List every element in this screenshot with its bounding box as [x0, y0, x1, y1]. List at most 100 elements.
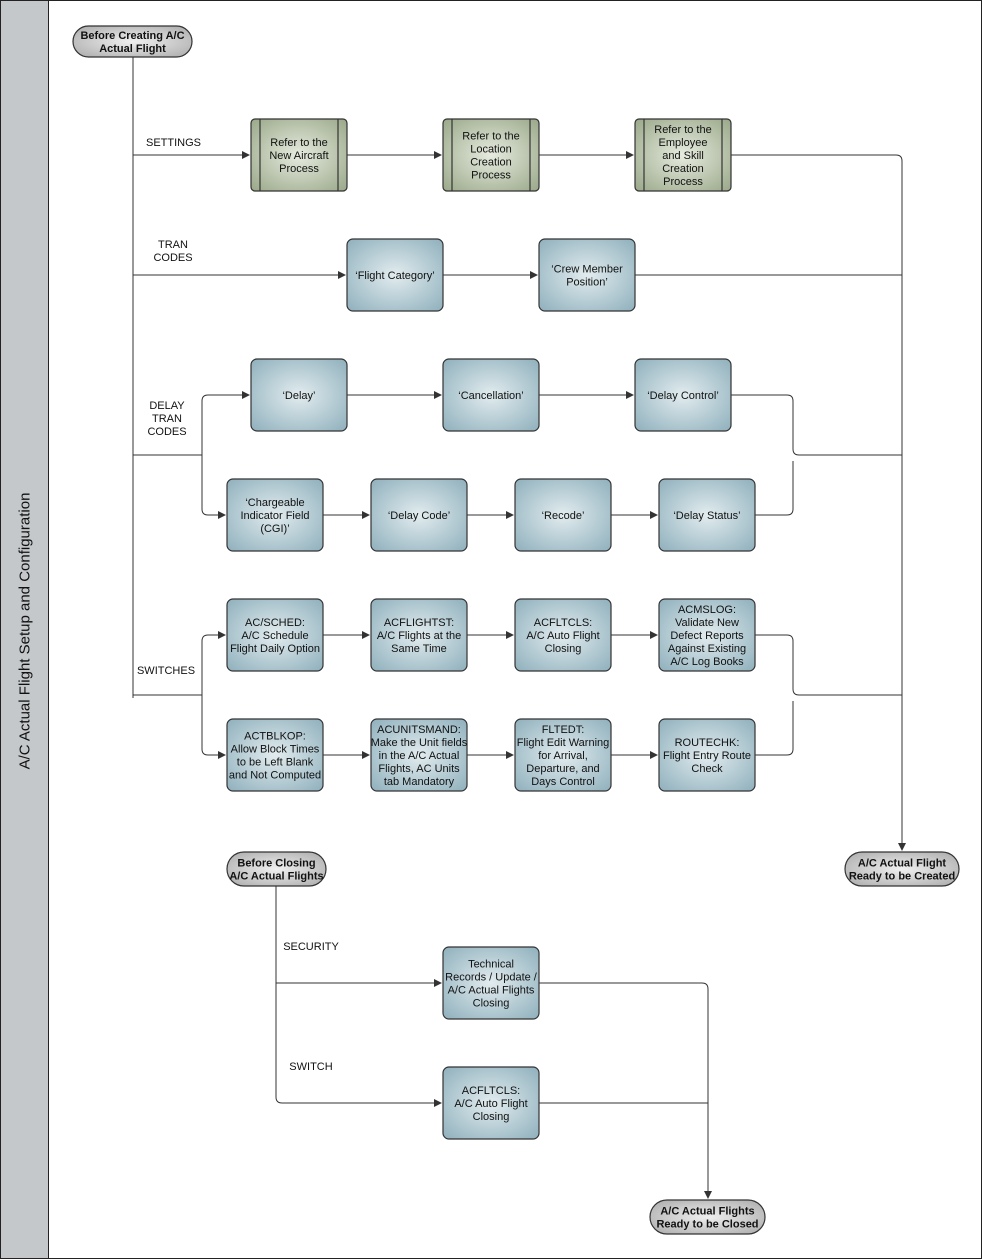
box-routechk-line-3: Check: [691, 763, 723, 775]
box-fltedt-line-2: Flight Edit Warning: [517, 737, 610, 749]
label-delay-tran-codes-line-1: DELAY: [149, 400, 185, 412]
box-recode: ‘Recode’: [514, 478, 612, 552]
swimlane-header: A/C Actual Flight Setup and Configuratio…: [1, 1, 49, 1258]
process-location-line-1: Refer to the: [462, 131, 519, 143]
label-switch-line-1: SWITCH: [289, 1061, 332, 1073]
box-acmslog-line-2: Validate New: [675, 617, 739, 629]
box-delay-control-line-1: ‘Delay Control’: [647, 390, 719, 402]
box-acunitsmand-line-5: tab Mandatory: [384, 776, 455, 788]
box-acfltcls2-line-3: Closing: [473, 1111, 510, 1123]
box-delay-code-line-1: ‘Delay Code’: [388, 510, 450, 522]
terminal-start-create-shape: [72, 25, 193, 58]
box-tech-records-line-4: Closing: [473, 998, 510, 1010]
box-delay-control-shape: [634, 358, 732, 432]
process-employee-line-1: Refer to the: [654, 124, 711, 136]
box-acmslog-line-3: Defect Reports: [670, 630, 744, 642]
terminal-start-create-line-1: Before Creating A/C: [80, 30, 184, 42]
tech-records-to-closed: [539, 982, 712, 1199]
settings-to-ready: [731, 154, 906, 851]
process-location-line-4: Process: [471, 170, 511, 182]
box-acflightst-shape: [370, 598, 468, 672]
box-fltedt-line-3: for Arrival,: [538, 750, 588, 762]
process-location-line-2: Location: [470, 144, 512, 156]
box-acunitsmand-line-1: ACUNITSMAND:: [377, 724, 461, 736]
box-tech-records-shape: [442, 946, 540, 1020]
label-delay-tran-codes-line-2: TRAN: [152, 413, 182, 425]
process-employee-line-2: Employee: [659, 137, 708, 149]
process-employee-line-3: and Skill: [662, 150, 704, 162]
box-delay-status-shape: [658, 478, 756, 552]
box-acfltcls2-line-1: ACFLTCLS:: [462, 1085, 520, 1097]
box-delay-line-1: ‘Delay’: [282, 390, 315, 402]
terminal-end-create-line-2: Ready to be Created: [849, 871, 955, 883]
box-acunitsmand-line-2: Make the Unit fields: [371, 737, 468, 749]
box-cancellation: ‘Cancellation’: [442, 358, 540, 432]
process-employee-shape: [634, 118, 732, 192]
process-new-aircraft-line-3: Process: [279, 163, 319, 175]
box-acunitsmand-shape: [370, 718, 468, 792]
box-delay: ‘Delay’: [250, 358, 348, 432]
box-routechk-line-2: Flight Entry Route: [663, 750, 751, 762]
terminal-start-close-line-1: Before Closing: [237, 858, 315, 870]
box-actblkop-shape: [226, 718, 324, 792]
box-crew-member-line-2: Position’: [566, 277, 608, 289]
label-settings-line-1: SETTINGS: [146, 137, 201, 149]
routechk-merge: [755, 701, 794, 756]
process-employee-line-5: Process: [663, 176, 703, 188]
box-acflightst-line-2: A/C Flights at the: [377, 630, 461, 642]
process-location-line-3: Creation: [470, 157, 512, 169]
box-acmslog-line-5: A/C Log Books: [670, 656, 744, 668]
terminal-start-close-line-2: A/C Actual Flights: [229, 871, 323, 883]
terminal-start-create-line-2: Actual Flight: [99, 43, 166, 55]
delay-status-merge: [755, 461, 794, 516]
switches-up: [201, 631, 226, 695]
box-cgi-shape: [226, 478, 324, 552]
box-ac-sched-line-1: AC/SCHED:: [245, 617, 305, 629]
box-ac-sched-shape: [226, 598, 324, 672]
box-acunitsmand-line-3: in the A/C Actual: [379, 750, 460, 762]
process-location-shape: [442, 118, 540, 192]
box-acfltcls2-shape: [442, 1066, 540, 1140]
switches-down: [201, 695, 226, 759]
box-actblkop-line-3: to be Left Blank: [237, 757, 314, 769]
box-acmslog-line-1: ACMSLOG:: [678, 604, 736, 616]
box-actblkop-line-4: and Not Computed: [229, 770, 321, 782]
box-fltedt-shape: [514, 718, 612, 792]
terminal-end-create-shape: [844, 851, 960, 887]
box-recode-line-1: ‘Recode’: [542, 510, 585, 522]
terminal-end-close-shape: [649, 1199, 766, 1235]
terminal-start-close-shape: [226, 851, 327, 887]
box-fltedt-line-5: Days Control: [531, 776, 595, 788]
box-delay-code: ‘Delay Code’: [370, 478, 468, 552]
box-recode-shape: [514, 478, 612, 552]
box-delay-status-line-1: ‘Delay Status’: [673, 510, 740, 522]
box-ac-sched-line-2: A/C Schedule: [241, 630, 308, 642]
box-flight-category-line-1: ‘Flight Category’: [355, 270, 434, 282]
box-routechk-line-1: ROUTECHK:: [675, 737, 740, 749]
box-delay-shape: [250, 358, 348, 432]
connector-lines: [132, 57, 906, 1199]
box-tech-records-line-2: Records / Update /: [445, 972, 538, 984]
box-fltedt-line-4: Departure, and: [526, 763, 599, 775]
box-crew-member-line-1: ‘Crew Member: [551, 264, 623, 276]
box-acmslog-line-4: Against Existing: [668, 643, 746, 655]
box-cancellation-line-1: ‘Cancellation’: [458, 390, 523, 402]
box-acmslog-shape: [658, 598, 756, 672]
